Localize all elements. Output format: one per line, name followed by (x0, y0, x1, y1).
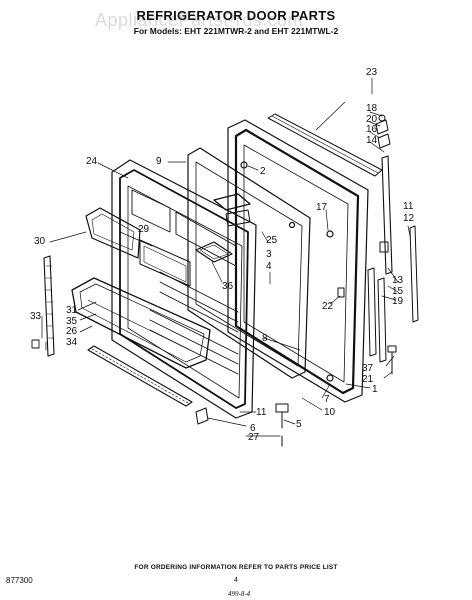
outer-door-panel (227, 119, 369, 403)
callout-11-top: 11 (403, 201, 414, 212)
callout-23: 23 (366, 67, 378, 78)
door-bin-lower (71, 277, 211, 369)
watermark: AppliancePartsPros.com (95, 10, 304, 30)
inner-door-assembly (111, 159, 257, 419)
top-hinge-hardware (375, 114, 391, 149)
callout-8: 8 (262, 333, 268, 344)
callout-6: 6 (250, 423, 256, 434)
callout-24: 24 (86, 156, 98, 167)
page-subtitle: For Models: EHT 221MTWR-2 and EHT 221MTW… (133, 26, 339, 36)
hinge-parts-bottom (195, 403, 289, 447)
callout-36: 36 (222, 281, 234, 292)
callout-1: 1 (372, 384, 378, 395)
door-shelf-upper (85, 207, 141, 259)
page-number: 4 (234, 577, 238, 584)
bottom-trim-strip (87, 345, 193, 407)
side-trim-strips (367, 155, 419, 363)
callout-7: 7 (324, 394, 330, 405)
callout-4: 4 (266, 261, 272, 272)
callout-31: 31 (66, 305, 78, 316)
callout-22: 22 (322, 301, 334, 312)
callout-15: 15 (392, 286, 404, 297)
small-hardware (240, 161, 397, 382)
callout-13: 13 (392, 275, 404, 286)
door-liner (187, 147, 311, 379)
callout-9: 9 (156, 156, 162, 167)
ordering-info-footer: FOR ORDERING INFORMATION REFER TO PARTS … (134, 564, 338, 571)
callout-34: 34 (66, 337, 78, 348)
callout-19: 19 (392, 296, 404, 307)
callout-2: 2 (260, 166, 266, 177)
callout-21: 21 (362, 374, 374, 385)
callout-18: 18 (366, 103, 378, 114)
callout-33: 33 (30, 311, 42, 322)
leader-lines (41, 77, 411, 437)
callout-29: 29 (138, 224, 150, 235)
callout-17: 17 (316, 202, 328, 213)
shelf-rail (31, 255, 55, 357)
callout-30: 30 (34, 236, 46, 247)
callout-11-bottom: 11 (256, 407, 267, 418)
callout-16: 16 (366, 124, 378, 135)
page-title: REFRIGERATOR DOOR PARTS (136, 8, 336, 23)
callout-35: 35 (66, 316, 78, 327)
gasket-strip (267, 113, 383, 177)
callout-27: 27 (248, 432, 260, 443)
callout-12: 12 (403, 213, 415, 224)
callout-26: 26 (66, 326, 78, 337)
callout-25: 25 (266, 235, 278, 246)
handwritten-note: 499-8-4 (228, 590, 251, 598)
callout-37: 37 (362, 363, 374, 374)
callout-10: 10 (324, 407, 336, 418)
figure-number: 877300 (6, 576, 33, 585)
callout-3: 3 (266, 249, 272, 260)
callout-20: 20 (366, 114, 378, 125)
callout-14: 14 (366, 135, 378, 146)
callout-5: 5 (296, 419, 302, 430)
